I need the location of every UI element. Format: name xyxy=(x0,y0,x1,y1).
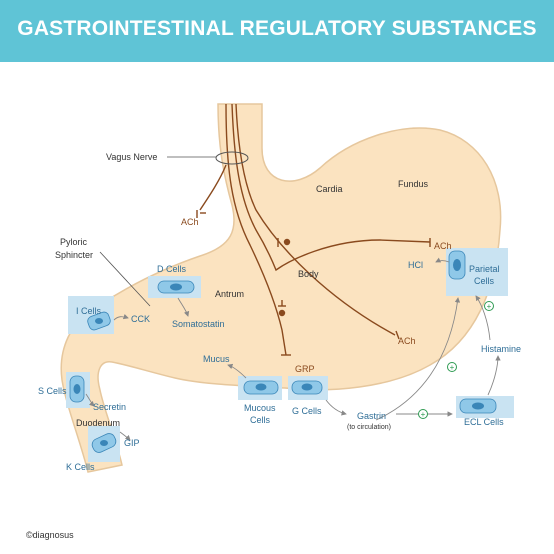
pyloric-label-line1: Pyloric xyxy=(60,237,88,247)
ecl-cells-label: ECL Cells xyxy=(464,417,504,427)
i-cells-label: I Cells xyxy=(76,306,102,316)
grp-label: GRP xyxy=(295,364,315,374)
fundus-label: Fundus xyxy=(398,179,429,189)
vagus-nerve xyxy=(199,103,431,356)
page-title: GASTROINTESTINAL REGULATORY SUBSTANCES xyxy=(17,17,537,40)
stimulate-icon xyxy=(447,362,457,372)
mucous-cells-label-line1: Mucous xyxy=(244,403,276,413)
gastrin-note-label: (to circulation) xyxy=(347,424,391,431)
ach-lower-label: ACh xyxy=(398,336,416,346)
hcl-label: HCl xyxy=(408,260,423,270)
cck-label: CCK xyxy=(131,314,150,324)
i-cells-box xyxy=(68,296,114,334)
g-cells-label: G Cells xyxy=(292,406,322,416)
vagus-nerve-label: Vagus Nerve xyxy=(106,152,157,162)
stomach-shape xyxy=(60,103,502,473)
gip-label: GIP xyxy=(124,438,140,448)
d-cells-label: D Cells xyxy=(157,264,187,274)
k-cells-box xyxy=(88,426,120,462)
credit-text: ©diagnosus xyxy=(26,530,74,540)
mucus-label: Mucus xyxy=(203,354,230,364)
k-cells-label: K Cells xyxy=(66,462,95,472)
s-cells-box xyxy=(66,372,90,408)
d-cells-box xyxy=(148,276,201,298)
title-banner: GASTROINTESTINAL REGULATORY SUBSTANCES xyxy=(0,0,554,62)
stimulate-sign: + xyxy=(487,302,492,311)
vagus-oval xyxy=(215,151,249,165)
mucous-cells-box xyxy=(238,376,282,400)
pyloric-label-line2: Sphincter xyxy=(55,250,93,260)
ach-upper-label: ACh xyxy=(434,241,452,251)
parietal-cells-box xyxy=(446,248,508,296)
secretin-label: Secretin xyxy=(93,402,126,412)
stimulate-sign: + xyxy=(421,410,426,419)
ecl-cells-box xyxy=(456,396,514,418)
stimulate-icon xyxy=(418,409,428,419)
stimulation-marks: + + + xyxy=(418,301,494,419)
body-label: Body xyxy=(298,269,319,279)
antrum-label: Antrum xyxy=(215,289,244,299)
histamine-label: Histamine xyxy=(481,344,521,354)
somatostatin-label: Somatostatin xyxy=(172,319,225,329)
stimulate-icon xyxy=(484,301,494,311)
parietal-cells-label-line2: Cells xyxy=(474,276,495,286)
ach-left-label: ACh xyxy=(181,217,199,227)
g-cells-box xyxy=(288,376,328,400)
pyloric-pointer xyxy=(99,251,151,307)
s-cells-label: S Cells xyxy=(38,386,67,396)
parietal-cells-label-line1: Parietal xyxy=(469,264,500,274)
mucous-cells-label-line2: Cells xyxy=(250,415,271,425)
nerve-endings xyxy=(196,210,431,356)
cardia-label: Cardia xyxy=(316,184,343,194)
gastrin-label: Gastrin xyxy=(357,411,386,421)
stimulate-sign: + xyxy=(450,363,455,372)
duodenum-label: Duodenum xyxy=(76,418,120,428)
